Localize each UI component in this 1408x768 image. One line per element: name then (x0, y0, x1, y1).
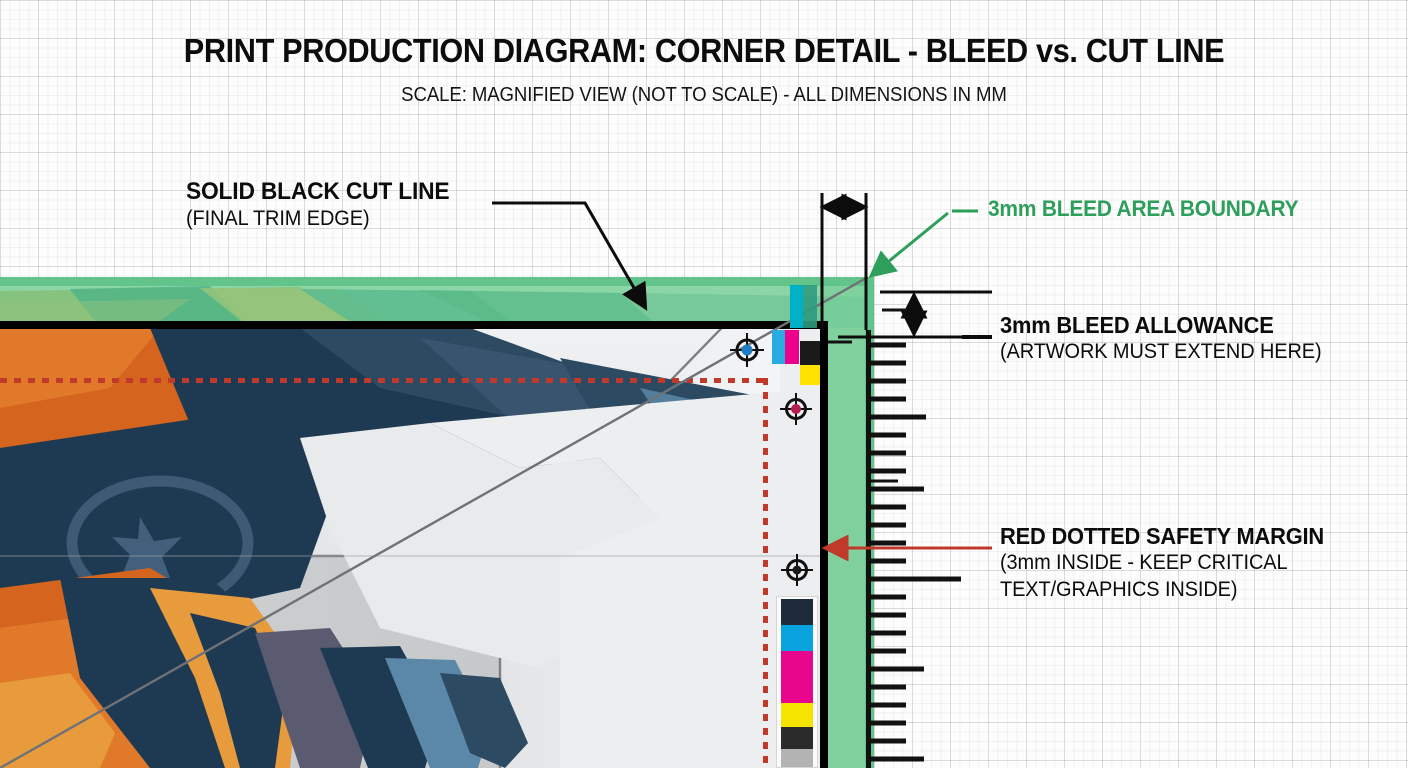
page-subtitle: SCALE: MAGNIFIED VIEW (NOT TO SCALE) - A… (401, 84, 1007, 106)
bleed-boundary-line-top (0, 277, 874, 286)
reg-mark-lower-icon (781, 554, 813, 591)
corner-color-bars (770, 285, 822, 387)
reg-mark-magenta-icon (780, 393, 812, 430)
artwork-area (0, 328, 820, 768)
annotation-safety-margin: RED DOTTED SAFETY MARGIN (3mm INSIDE - K… (1000, 523, 1341, 604)
bleed-boundary-heading: 3mm BLEED AREA BOUNDARY (988, 196, 1299, 221)
safety-margin-heading: RED DOTTED SAFETY MARGIN (1000, 523, 1325, 549)
color-control-bar (776, 596, 818, 768)
page-title: PRINT PRODUCTION DIAGRAM: CORNER DETAIL … (183, 32, 1225, 69)
annotation-bleed-allowance: 3mm BLEED ALLOWANCE (ARTWORK MUST EXTEND… (1000, 312, 1338, 366)
safety-margin-detail-2: TEXT/GRAPHICS INSIDE) (1000, 577, 1238, 601)
cut-line-detail: (FINAL TRIM EDGE) (186, 207, 370, 230)
annotation-cut-line: SOLID BLACK CUT LINE (FINAL TRIM EDGE) (186, 178, 463, 233)
measurement-ruler (866, 330, 961, 768)
cut-line-heading: SOLID BLACK CUT LINE (186, 178, 450, 205)
safety-margin-vertical (763, 378, 768, 768)
reg-mark-cyan-icon (730, 333, 764, 372)
cut-line-horizontal (0, 321, 828, 329)
safety-margin-detail-1: (3mm INSIDE - KEEP CRITICAL (1000, 551, 1288, 574)
annotation-bleed-boundary: 3mm BLEED AREA BOUNDARY (988, 196, 1315, 222)
bleed-allowance-detail: (ARTWORK MUST EXTEND HERE) (1000, 340, 1322, 363)
safety-margin-horizontal (0, 378, 768, 383)
bleed-allowance-heading: 3mm BLEED ALLOWANCE (1000, 312, 1274, 338)
cut-line-vertical (820, 321, 828, 768)
